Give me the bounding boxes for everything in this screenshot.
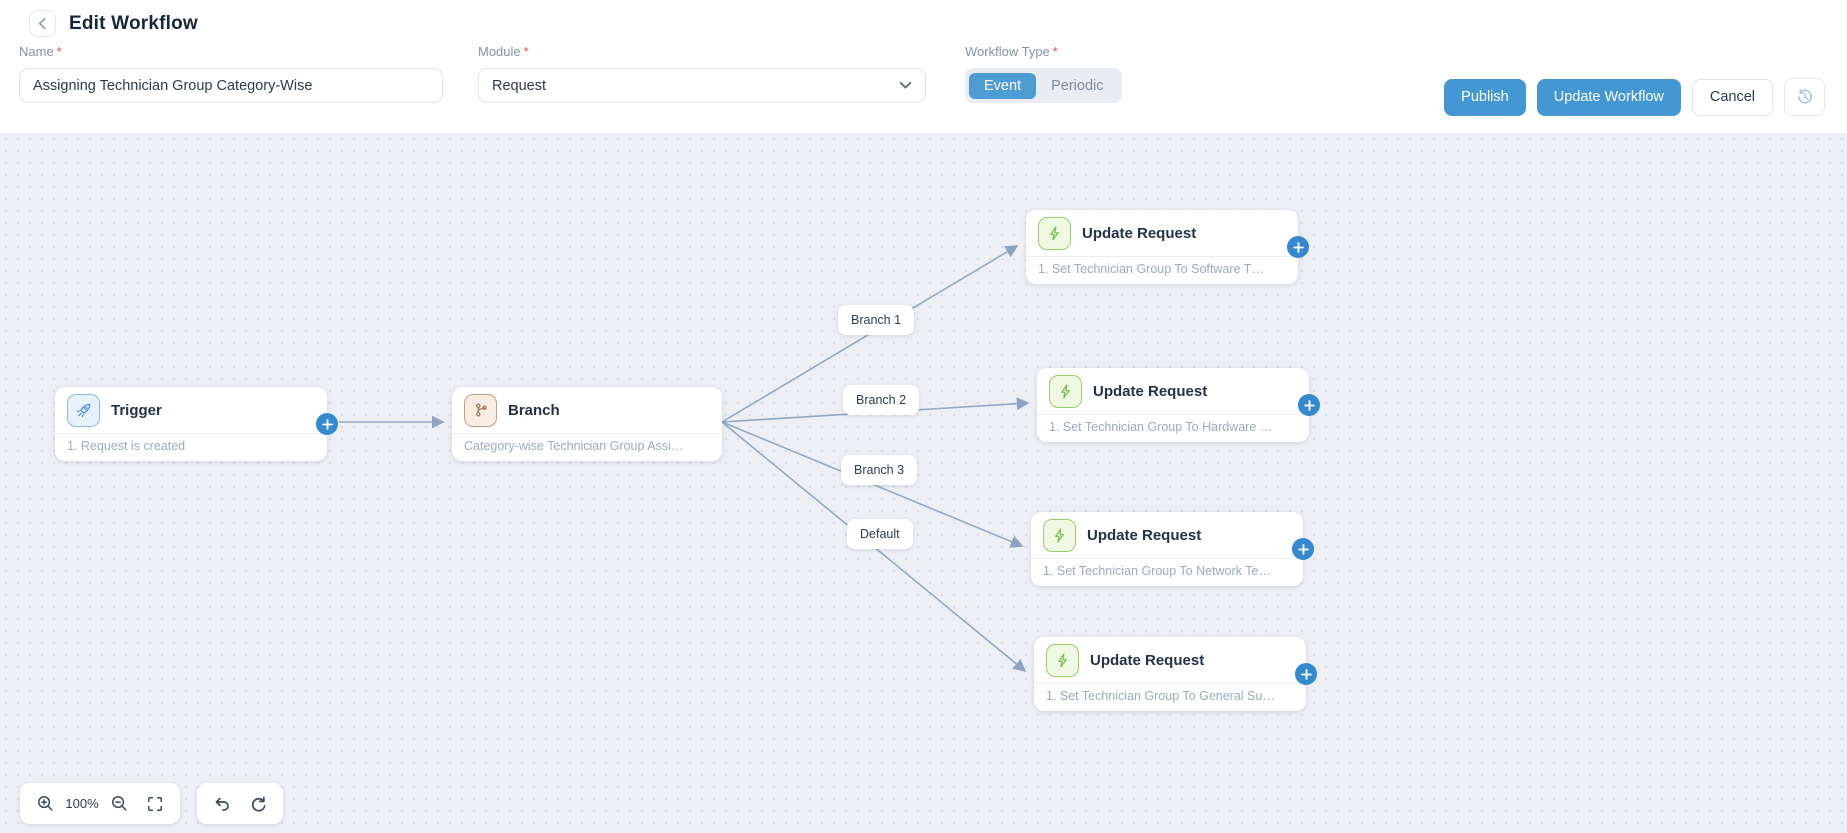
publish-button[interactable]: Publish xyxy=(1444,78,1526,116)
node-update-request-4[interactable]: Update Request 1. Set Technician Group T… xyxy=(1034,637,1317,711)
node-title: Update Request xyxy=(1087,526,1202,544)
node-title: Update Request xyxy=(1090,651,1205,669)
workflow-type-toggle: Event Periodic xyxy=(965,68,1123,103)
add-node-button[interactable] xyxy=(316,413,338,435)
chevron-down-icon xyxy=(899,81,912,89)
node-subtitle: 1. Set Technician Group To Software T… xyxy=(1026,256,1298,284)
header: Edit Workflow Name* Module* Request Work… xyxy=(0,0,1847,133)
redo-button[interactable] xyxy=(240,786,276,822)
edge-label-default[interactable]: Default xyxy=(847,519,913,549)
back-button[interactable] xyxy=(29,10,56,37)
module-selected-value: Request xyxy=(492,77,547,94)
workflow-type-label: Workflow Type* xyxy=(965,44,1058,59)
plus-icon xyxy=(1303,399,1315,411)
undo-icon xyxy=(215,797,229,811)
module-label: Module* xyxy=(478,44,529,59)
workflow-canvas[interactable]: Trigger 1. Request is created Branch Cat… xyxy=(0,133,1847,833)
node-title: Update Request xyxy=(1082,224,1197,242)
module-select[interactable]: Request xyxy=(478,68,926,103)
lightning-icon xyxy=(1046,643,1079,677)
toggle-option-event[interactable]: Event xyxy=(969,72,1037,99)
node-branch[interactable]: Branch Category-wise Technician Group As… xyxy=(452,387,722,461)
canvas-toolbar: 100% xyxy=(20,783,283,824)
plus-icon xyxy=(1292,241,1304,253)
node-title: Update Request xyxy=(1093,382,1208,400)
history-button[interactable] xyxy=(1784,78,1825,116)
zoom-in-button[interactable] xyxy=(27,786,63,822)
add-node-button[interactable] xyxy=(1292,538,1314,560)
redo-icon xyxy=(251,796,266,812)
lightning-icon xyxy=(1038,216,1071,250)
update-workflow-button[interactable]: Update Workflow xyxy=(1536,78,1681,116)
node-update-request-1[interactable]: Update Request 1. Set Technician Group T… xyxy=(1026,210,1309,284)
zoom-in-icon xyxy=(37,796,52,811)
plus-icon xyxy=(1300,668,1312,680)
module-field: Module* Request xyxy=(478,44,926,103)
edge-label-branch-2[interactable]: Branch 2 xyxy=(843,385,920,415)
rocket-icon xyxy=(67,393,100,427)
lightning-icon xyxy=(1043,518,1076,552)
add-node-button[interactable] xyxy=(1287,236,1309,258)
node-update-request-2[interactable]: Update Request 1. Set Technician Group T… xyxy=(1037,368,1320,442)
page-title: Edit Workflow xyxy=(69,12,198,34)
undo-button[interactable] xyxy=(204,786,240,822)
add-node-button[interactable] xyxy=(1295,663,1317,685)
lightning-icon xyxy=(1049,374,1082,408)
node-subtitle: 1. Set Technician Group To General Su… xyxy=(1034,683,1306,711)
plus-icon xyxy=(321,418,333,430)
zoom-out-button[interactable] xyxy=(101,786,137,822)
name-input[interactable] xyxy=(19,68,443,103)
workflow-edges xyxy=(339,245,1030,673)
cancel-button[interactable]: Cancel xyxy=(1691,78,1773,116)
node-trigger[interactable]: Trigger 1. Request is created xyxy=(55,387,338,461)
git-branch-icon xyxy=(464,393,497,427)
workflow-type-field: Workflow Type* Event Periodic xyxy=(965,44,1123,103)
node-title: Trigger xyxy=(111,401,162,419)
fit-view-button[interactable] xyxy=(137,786,173,822)
name-field: Name* xyxy=(19,44,443,103)
edge-label-branch-3[interactable]: Branch 3 xyxy=(841,455,918,485)
edge-label-branch-1[interactable]: Branch 1 xyxy=(838,305,915,335)
zoom-level: 100% xyxy=(65,796,99,811)
name-label: Name* xyxy=(19,44,62,59)
toggle-option-periodic[interactable]: Periodic xyxy=(1036,73,1118,99)
node-subtitle: 1. Set Technician Group To Hardware … xyxy=(1037,414,1309,442)
add-node-button[interactable] xyxy=(1298,394,1320,416)
node-subtitle: 1. Request is created xyxy=(55,433,327,461)
node-subtitle: Category-wise Technician Group Assi… xyxy=(452,433,722,461)
history-icon xyxy=(1797,88,1812,104)
plus-icon xyxy=(1297,543,1309,555)
zoom-out-icon xyxy=(111,796,126,811)
node-subtitle: 1. Set Technician Group To Network Te… xyxy=(1031,558,1303,586)
chevron-left-icon xyxy=(38,17,46,30)
node-update-request-3[interactable]: Update Request 1. Set Technician Group T… xyxy=(1031,512,1314,586)
node-title: Branch xyxy=(508,401,560,419)
fit-view-icon xyxy=(148,796,162,811)
